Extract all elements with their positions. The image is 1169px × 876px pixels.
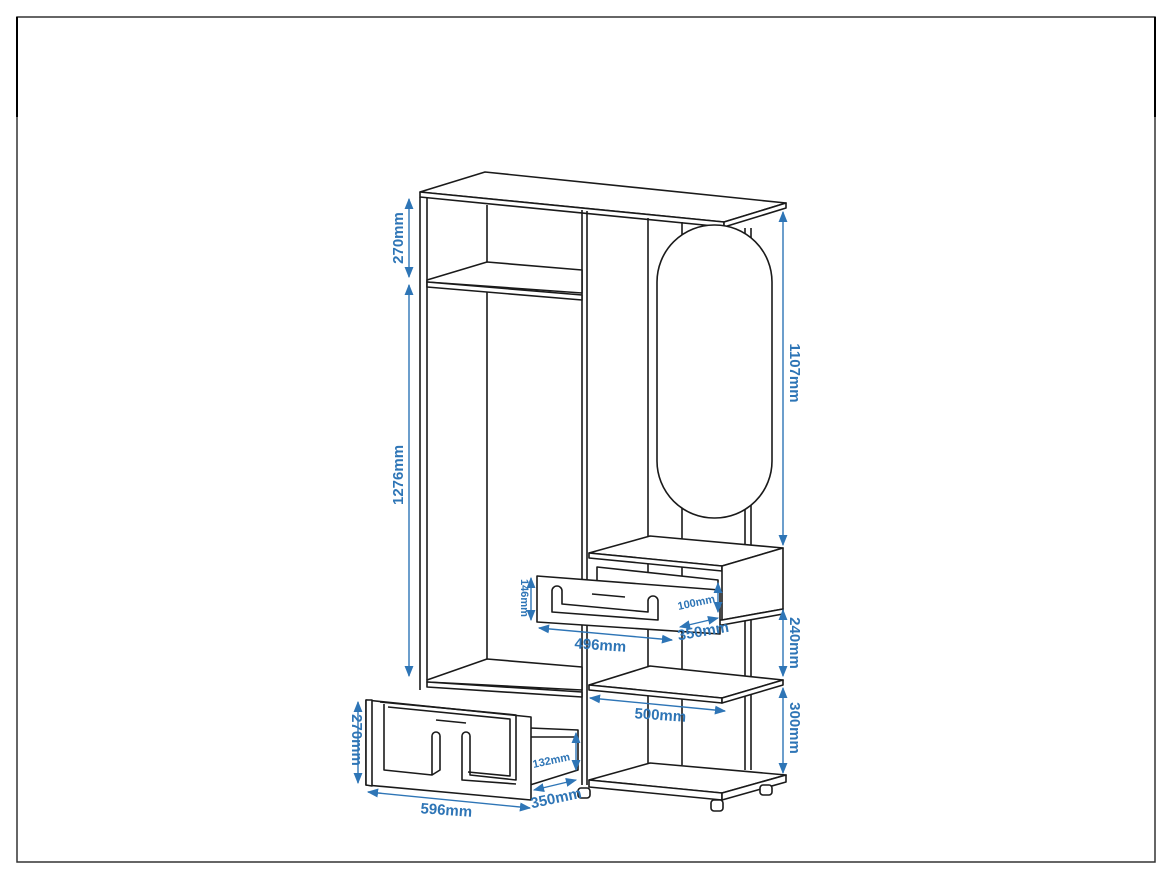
cabinet-outline bbox=[365, 171, 787, 812]
label-top-shelf-height: 270mm bbox=[390, 212, 407, 264]
label-hanging-height: 1276mm bbox=[390, 445, 407, 505]
label-lower-drawer-height: 270mm bbox=[348, 714, 365, 766]
label-mirror-height: 1107mm bbox=[786, 343, 803, 402]
frame-border bbox=[16, 16, 1156, 863]
dimension-labels: 270mm 1276mm 1107mm 146mm 100mm 350mm 49… bbox=[348, 212, 803, 821]
label-middle-section-height: 240mm bbox=[786, 617, 803, 669]
foot bbox=[759, 784, 773, 796]
label-lower-drawer-width: 596mm bbox=[420, 800, 473, 821]
label-shelf-width: 500mm bbox=[634, 705, 687, 726]
dimension-lines bbox=[353, 197, 788, 812]
label-upper-drawer-height: 146mm bbox=[518, 579, 530, 617]
label-lower-section-height: 300mm bbox=[786, 702, 803, 754]
label-upper-drawer-width: 496mm bbox=[574, 635, 627, 656]
foot bbox=[577, 787, 591, 799]
oval-mirror bbox=[656, 224, 773, 519]
foot bbox=[710, 799, 724, 812]
